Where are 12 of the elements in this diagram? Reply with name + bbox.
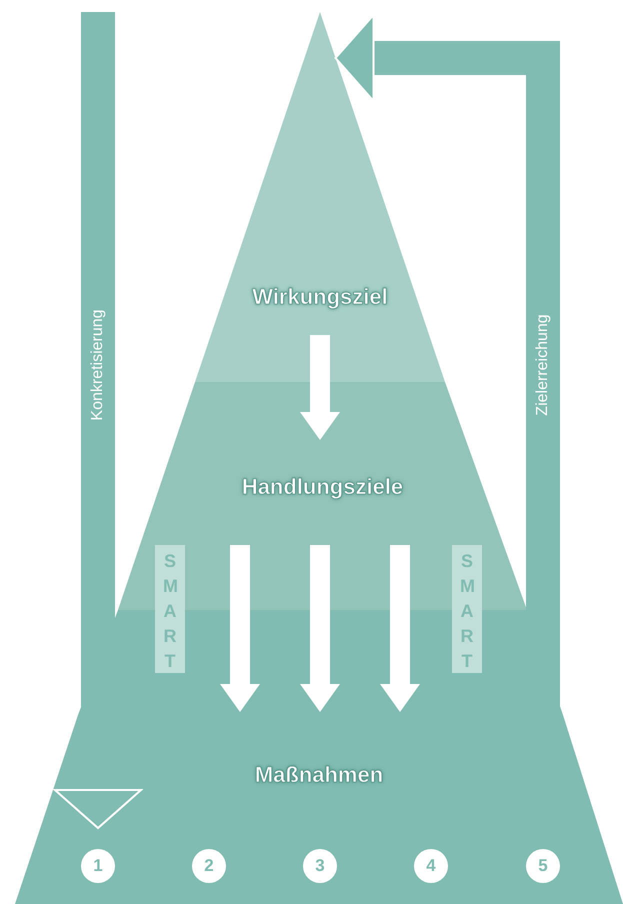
acronym-tag: SMART [155, 545, 185, 673]
tier-title: Wirkungsziel [251, 284, 389, 310]
block-arrow [380, 545, 420, 712]
block-arrow [300, 335, 340, 440]
block-arrow [220, 545, 260, 712]
acronym-tag: SMART [452, 545, 482, 673]
tier-title: Handlungsziele [240, 474, 404, 500]
pyramid-tier [195, 12, 445, 382]
edge-label: Zielerreichung [534, 312, 552, 418]
block-arrow [300, 545, 340, 712]
block-arrow [54, 12, 142, 829]
tier-title: Maßnahmen [254, 762, 384, 788]
